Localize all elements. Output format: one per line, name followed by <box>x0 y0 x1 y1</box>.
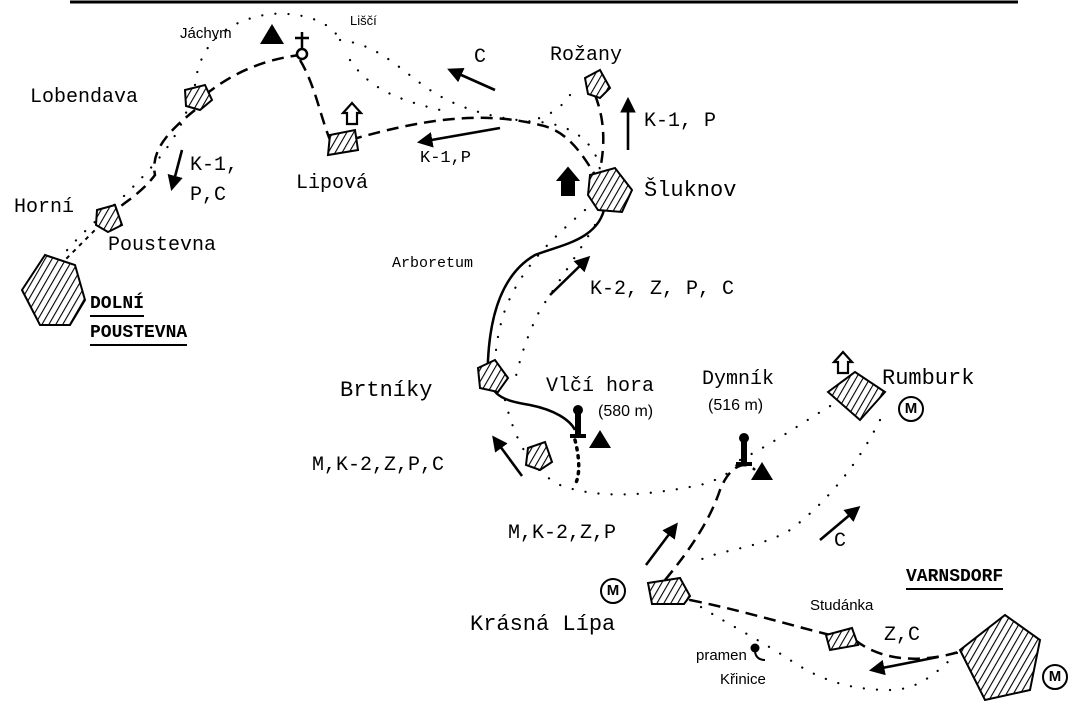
label-dymnik-alt: (516 m) <box>708 397 764 414</box>
label-dymnik: Dymník <box>702 368 775 391</box>
house-icon <box>340 101 364 126</box>
dashed-trail-lobendava-horni <box>109 109 196 216</box>
dashed-trail-krasna-studanka <box>689 598 831 637</box>
dotted-trail-south <box>688 598 962 692</box>
label-horni: Horní <box>14 196 75 219</box>
label-lobendava: Lobendava <box>30 86 139 109</box>
town-brtniky <box>476 358 510 394</box>
dashed-trail-krasna-dymnik <box>664 464 756 581</box>
town-dolni-poustevna <box>20 253 87 326</box>
dotted-trail-brtniky-vlci <box>503 398 742 496</box>
lookout-tower-icon <box>570 405 586 438</box>
label-poustevna: Poustevna <box>108 234 217 257</box>
town-rumburk <box>826 370 887 422</box>
town-varnsdorf <box>958 613 1042 702</box>
town-lipova <box>326 128 360 157</box>
direction-arrows <box>167 67 939 676</box>
dashed-trail-lobendava-jachym <box>204 53 301 96</box>
route-c-top: C <box>474 46 487 69</box>
towns <box>20 68 1042 702</box>
route-k2zpc: K-2, Z, P, C <box>590 278 735 301</box>
arrow-k1p-mid <box>416 126 501 148</box>
dotted-trails <box>53 12 962 692</box>
label-lisci: Liščí <box>350 13 377 28</box>
label-arboretum: Arboretum <box>392 255 474 272</box>
route-mk2zp: M,K-2,Z,P <box>508 522 617 545</box>
dotted-trail-arboretum-east <box>513 223 597 382</box>
label-brtniky: Brtníky <box>340 378 433 403</box>
dashed-trail-lipova-sluknov <box>349 116 597 176</box>
peak-triangle-icon <box>260 24 284 44</box>
cross-border-line <box>59 214 111 266</box>
dotted-trail-vlci-tower <box>573 438 581 487</box>
label-dolni: DOLNÍ <box>90 295 145 317</box>
label-studanka: Studánka <box>810 597 874 614</box>
route-mk2zpc: M,K-2,Z,P,C <box>312 454 445 477</box>
metro-station-icon: M <box>600 578 626 604</box>
dashed-trail-rozany-sluknov <box>593 94 605 171</box>
label-pramen: pramen <box>696 647 747 664</box>
lookout-tower-icon <box>736 433 752 466</box>
label-sluknov: Šluknov <box>644 178 737 203</box>
spring-icon <box>750 643 766 661</box>
town-studanka <box>824 626 860 652</box>
metro-station-icon: M <box>1042 664 1068 690</box>
dotted-trail-lisci-inner <box>348 58 442 112</box>
label-jachym: Jáchym <box>180 25 232 42</box>
dashed-trail-studanka-varnsdorf <box>854 639 966 660</box>
metro-station-icon: M <box>898 396 924 422</box>
label-lipova: Lipová <box>296 172 369 195</box>
house-icon <box>831 350 855 375</box>
dashed-trail-jachym-lipova <box>298 59 332 141</box>
dotted-trail-rozany <box>523 93 572 124</box>
label-rozany: Rožany <box>550 44 623 67</box>
route-k1p-mid: K-1,P <box>420 149 472 168</box>
town-horni-poustevna <box>94 203 124 234</box>
town-sluknov <box>586 166 634 214</box>
town-rozany <box>583 68 612 100</box>
peak-triangle-icon <box>751 462 773 480</box>
arrow-k2zpc <box>549 255 591 296</box>
town-krasna-lipa <box>646 576 692 605</box>
route-k1-left-line1: K-1, <box>190 154 239 177</box>
town-brtniky-south <box>524 440 554 472</box>
label-vlci-hora-alt: (580 m) <box>598 403 654 420</box>
dotted-trail-sluknov-brtniky <box>493 208 587 377</box>
route-zc: Z,C <box>884 624 921 647</box>
arrow-c-top <box>447 67 496 92</box>
label-krinice: Křinice <box>720 671 766 688</box>
label-vlci-hora: Vlčí hora <box>546 375 655 398</box>
route-k1p-right: K-1, P <box>644 110 717 133</box>
route-k1-left-line2: P,C <box>190 184 227 207</box>
house-icon <box>555 166 581 196</box>
dashed-trails <box>109 53 966 660</box>
dotted-trail-rumburk-south <box>698 418 882 562</box>
arrow-mk2zpc <box>492 435 524 477</box>
label-poustevna-town: POUSTEVNA <box>90 324 188 346</box>
peak-triangle-icon <box>589 430 611 448</box>
town-lobendava <box>183 83 214 112</box>
arrow-mk2zp <box>644 522 678 566</box>
dotted-trail-lisci-sluknov <box>338 38 602 172</box>
arrow-zc <box>868 655 939 676</box>
route-c-bottom: C <box>834 530 847 553</box>
solid-trail-sluknov-brtniky <box>486 204 607 431</box>
cross-chapel-icon <box>295 32 309 61</box>
label-rumburk: Rumburk <box>882 366 975 391</box>
label-krasna-lipa: Krásná Lípa <box>470 612 616 637</box>
label-varnsdorf: VARNSDORF <box>906 568 1004 590</box>
arrow-c-bottom <box>819 505 861 541</box>
arrow-k1-left <box>167 149 184 192</box>
